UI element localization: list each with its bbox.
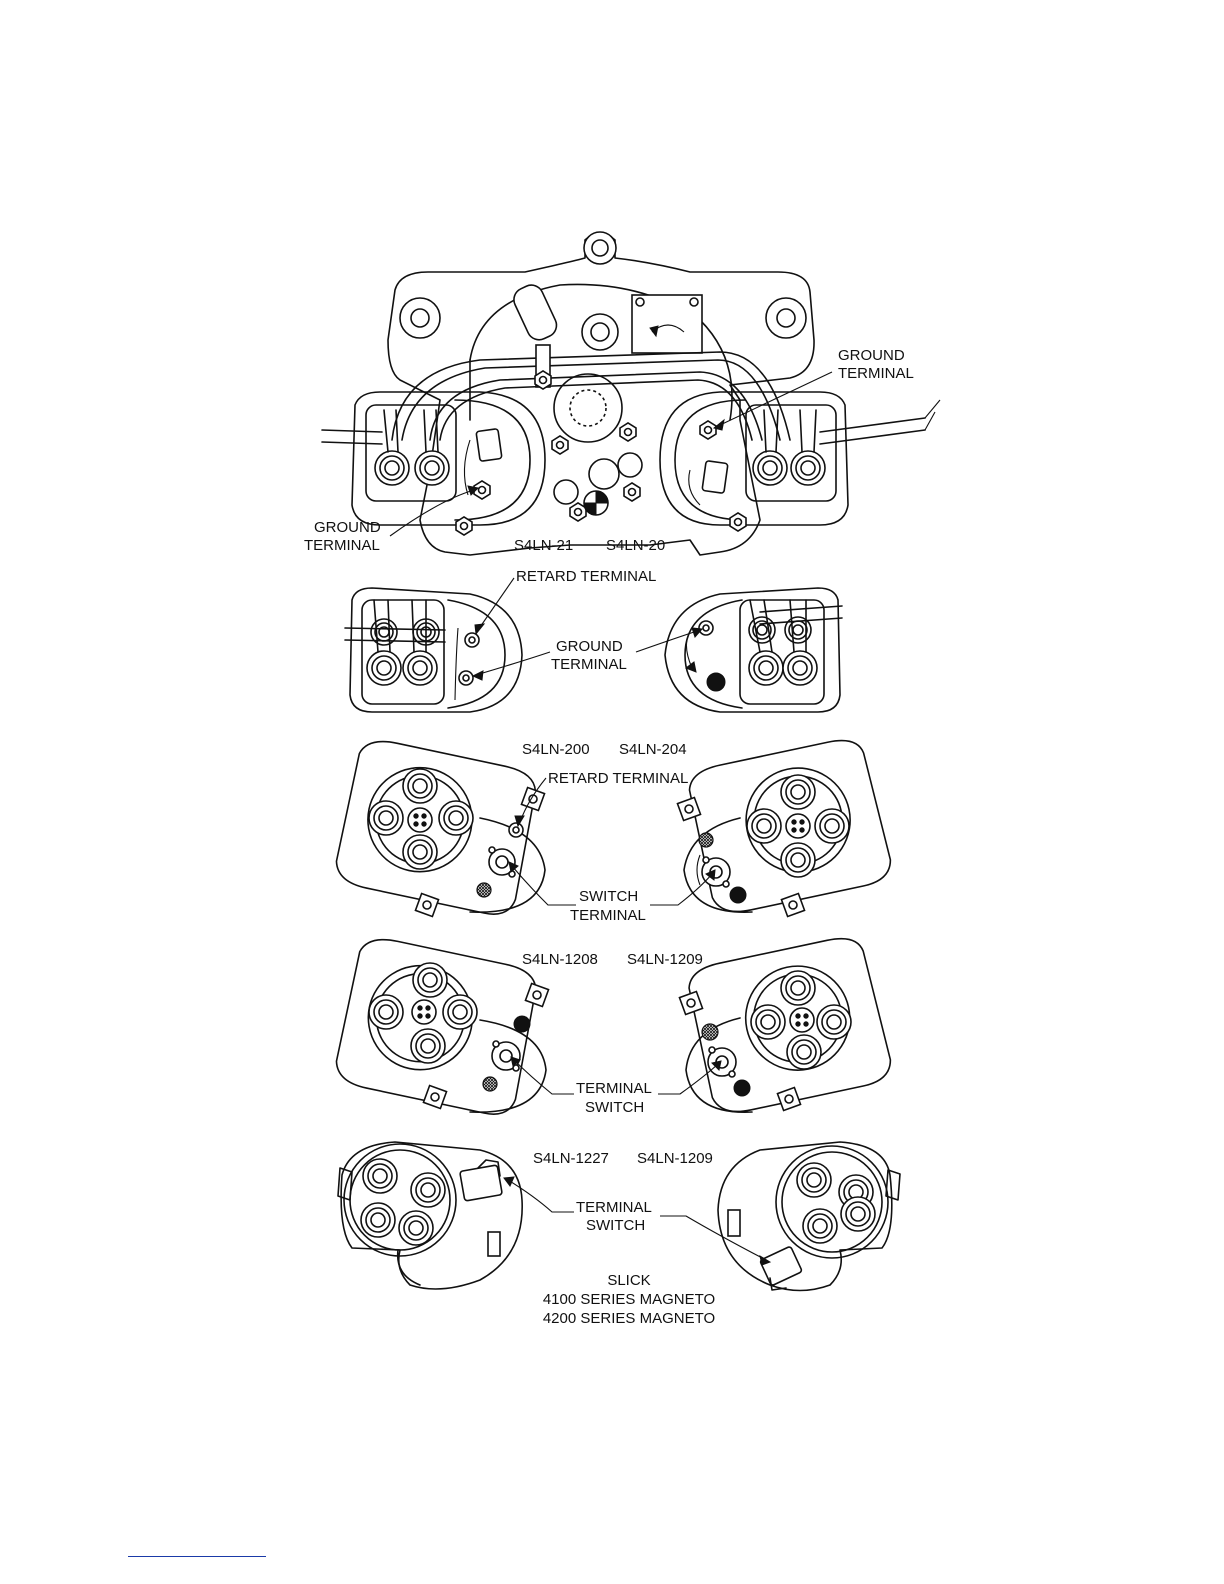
figure-caption: SLICK 4100 SERIES MAGNETO 4200 SERIES MA…	[543, 1272, 715, 1327]
ground-terminal-label-left: GROUND	[314, 519, 381, 536]
panel-2-magneto-pair: RETARD TERMINAL GROUND TERMINAL	[345, 568, 842, 712]
model-label-s4ln-20: S4LN-20	[606, 537, 665, 554]
ground-terminal-label-right-line2: TERMINAL	[838, 365, 914, 382]
ground-terminal-label-p2-line2: TERMINAL	[551, 656, 627, 673]
model-label-s4ln-200: S4LN-200	[522, 741, 590, 758]
terminal-switch-label-p4: TERMINAL	[576, 1080, 652, 1097]
panel-1-magneto-pair: GROUND TERMINAL GROUND TERMINAL S4LN-21 …	[304, 232, 940, 555]
terminal-switch-label-p5-line2: SWITCH	[586, 1217, 645, 1234]
switch-terminal-label-p3-line2: TERMINAL	[570, 907, 646, 924]
caption-line-3: 4200 SERIES MAGNETO	[543, 1310, 715, 1327]
model-label-s4ln-204: S4LN-204	[619, 741, 687, 758]
terminal-switch-label-p4-line2: SWITCH	[585, 1099, 644, 1116]
model-label-s4ln-1209: S4LN-1209	[627, 951, 703, 968]
caption-line-2: 4100 SERIES MAGNETO	[543, 1291, 715, 1308]
retard-terminal-label-p3: RETARD TERMINAL	[548, 770, 688, 787]
model-label-s4ln-21: S4LN-21	[514, 537, 573, 554]
ground-terminal-label-p2: GROUND	[556, 638, 623, 655]
terminal-switch-label-p5: TERMINAL	[576, 1199, 652, 1216]
ground-terminal-label-right: GROUND	[838, 347, 905, 364]
footer-rule	[128, 1556, 266, 1557]
caption-line-1: SLICK	[607, 1272, 650, 1289]
model-label-s4ln-1227: S4LN-1227	[533, 1150, 609, 1167]
model-label-s4ln-1209: S4LN-1209	[637, 1150, 713, 1167]
panel-4-magneto-pair: S4LN-1208 S4LN-1209	[332, 933, 894, 1119]
panel-3-magneto-pair: S4LN-200 S4LN-204	[332, 735, 894, 924]
model-label-s4ln-1208: S4LN-1208	[522, 951, 598, 968]
retard-terminal-label-p2: RETARD TERMINAL	[516, 568, 656, 585]
switch-terminal-label-p3: SWITCH	[579, 888, 638, 905]
panel-5-magneto-pair: S4LN-1227 S4LN-1209 TERMINAL SWITCH	[338, 1142, 900, 1291]
ground-terminal-label-left-line2: TERMINAL	[304, 537, 380, 554]
